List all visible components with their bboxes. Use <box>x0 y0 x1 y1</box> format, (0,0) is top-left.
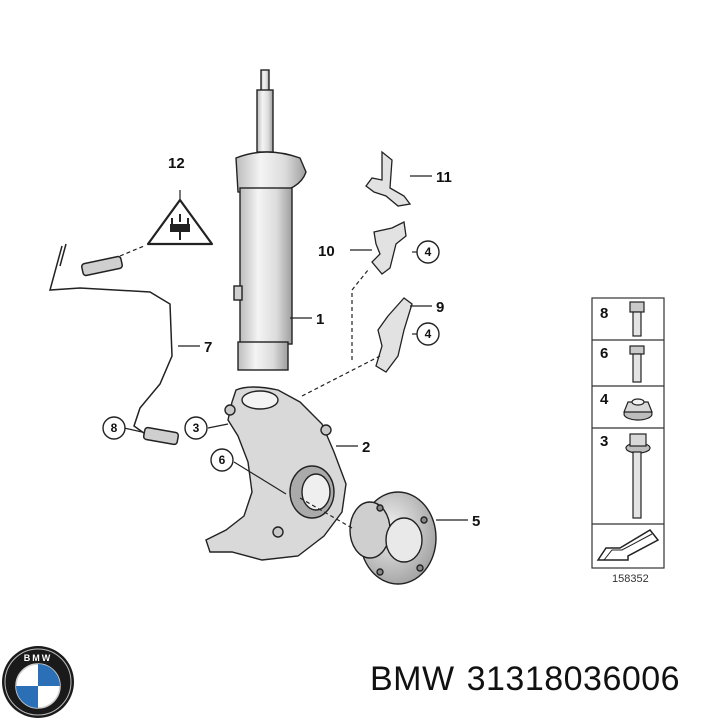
callout-5: 5 <box>472 513 480 530</box>
callout-10: 10 <box>318 243 335 260</box>
brand-name: BMW <box>370 660 455 698</box>
svg-text:4: 4 <box>425 327 432 341</box>
svg-text:BMW: BMW <box>24 653 53 663</box>
part-number: 31318036006 <box>466 660 681 698</box>
bracket-part-11 <box>365 150 412 207</box>
diagram-id: 158352 <box>612 573 649 585</box>
orientation-arrow-icon <box>596 529 660 561</box>
legend-row-3: 3 <box>600 433 651 519</box>
callout-2: 2 <box>362 439 370 456</box>
svg-text:4: 4 <box>600 391 609 408</box>
callout-circle-4-upper: 4 <box>416 240 440 264</box>
legend-row-4: 4 <box>600 391 653 421</box>
legend-row-6: 6 <box>600 345 645 383</box>
svg-text:8: 8 <box>600 305 608 322</box>
legend-row-8: 8 <box>600 301 645 337</box>
knuckle-part-2 <box>205 386 347 561</box>
long-bolt-icon <box>625 433 651 519</box>
callout-12: 12 <box>168 155 185 172</box>
warning-triangle-icon <box>146 198 214 246</box>
svg-text:3: 3 <box>193 421 200 435</box>
callout-9: 9 <box>436 299 444 316</box>
hardware-legend: 8 6 4 3 <box>591 297 665 569</box>
callout-circle-3: 3 <box>184 416 208 440</box>
svg-text:8: 8 <box>111 421 118 435</box>
callout-1: 1 <box>316 311 324 328</box>
svg-text:6: 6 <box>600 345 608 362</box>
svg-text:4: 4 <box>425 245 432 259</box>
strut-part-1 <box>233 69 307 371</box>
bmw-logo: BMW <box>2 646 74 718</box>
nut-icon <box>623 398 653 421</box>
callout-circle-4-lower: 4 <box>416 322 440 346</box>
bolt-icon <box>629 301 645 337</box>
bracket-part-9 <box>375 297 413 373</box>
bolt-icon <box>629 345 645 383</box>
svg-text:6: 6 <box>219 453 226 467</box>
wheel-hub-part-5 <box>349 491 437 585</box>
bracket-part-10 <box>371 221 407 275</box>
callout-11: 11 <box>436 169 452 186</box>
callout-circle-6: 6 <box>210 448 234 472</box>
callout-7: 7 <box>204 339 212 356</box>
callout-circle-8: 8 <box>102 416 126 440</box>
sensor-cable-part-7 <box>48 243 180 446</box>
part-caption: BMW 31318036006 <box>370 660 680 699</box>
svg-text:3: 3 <box>600 433 608 450</box>
